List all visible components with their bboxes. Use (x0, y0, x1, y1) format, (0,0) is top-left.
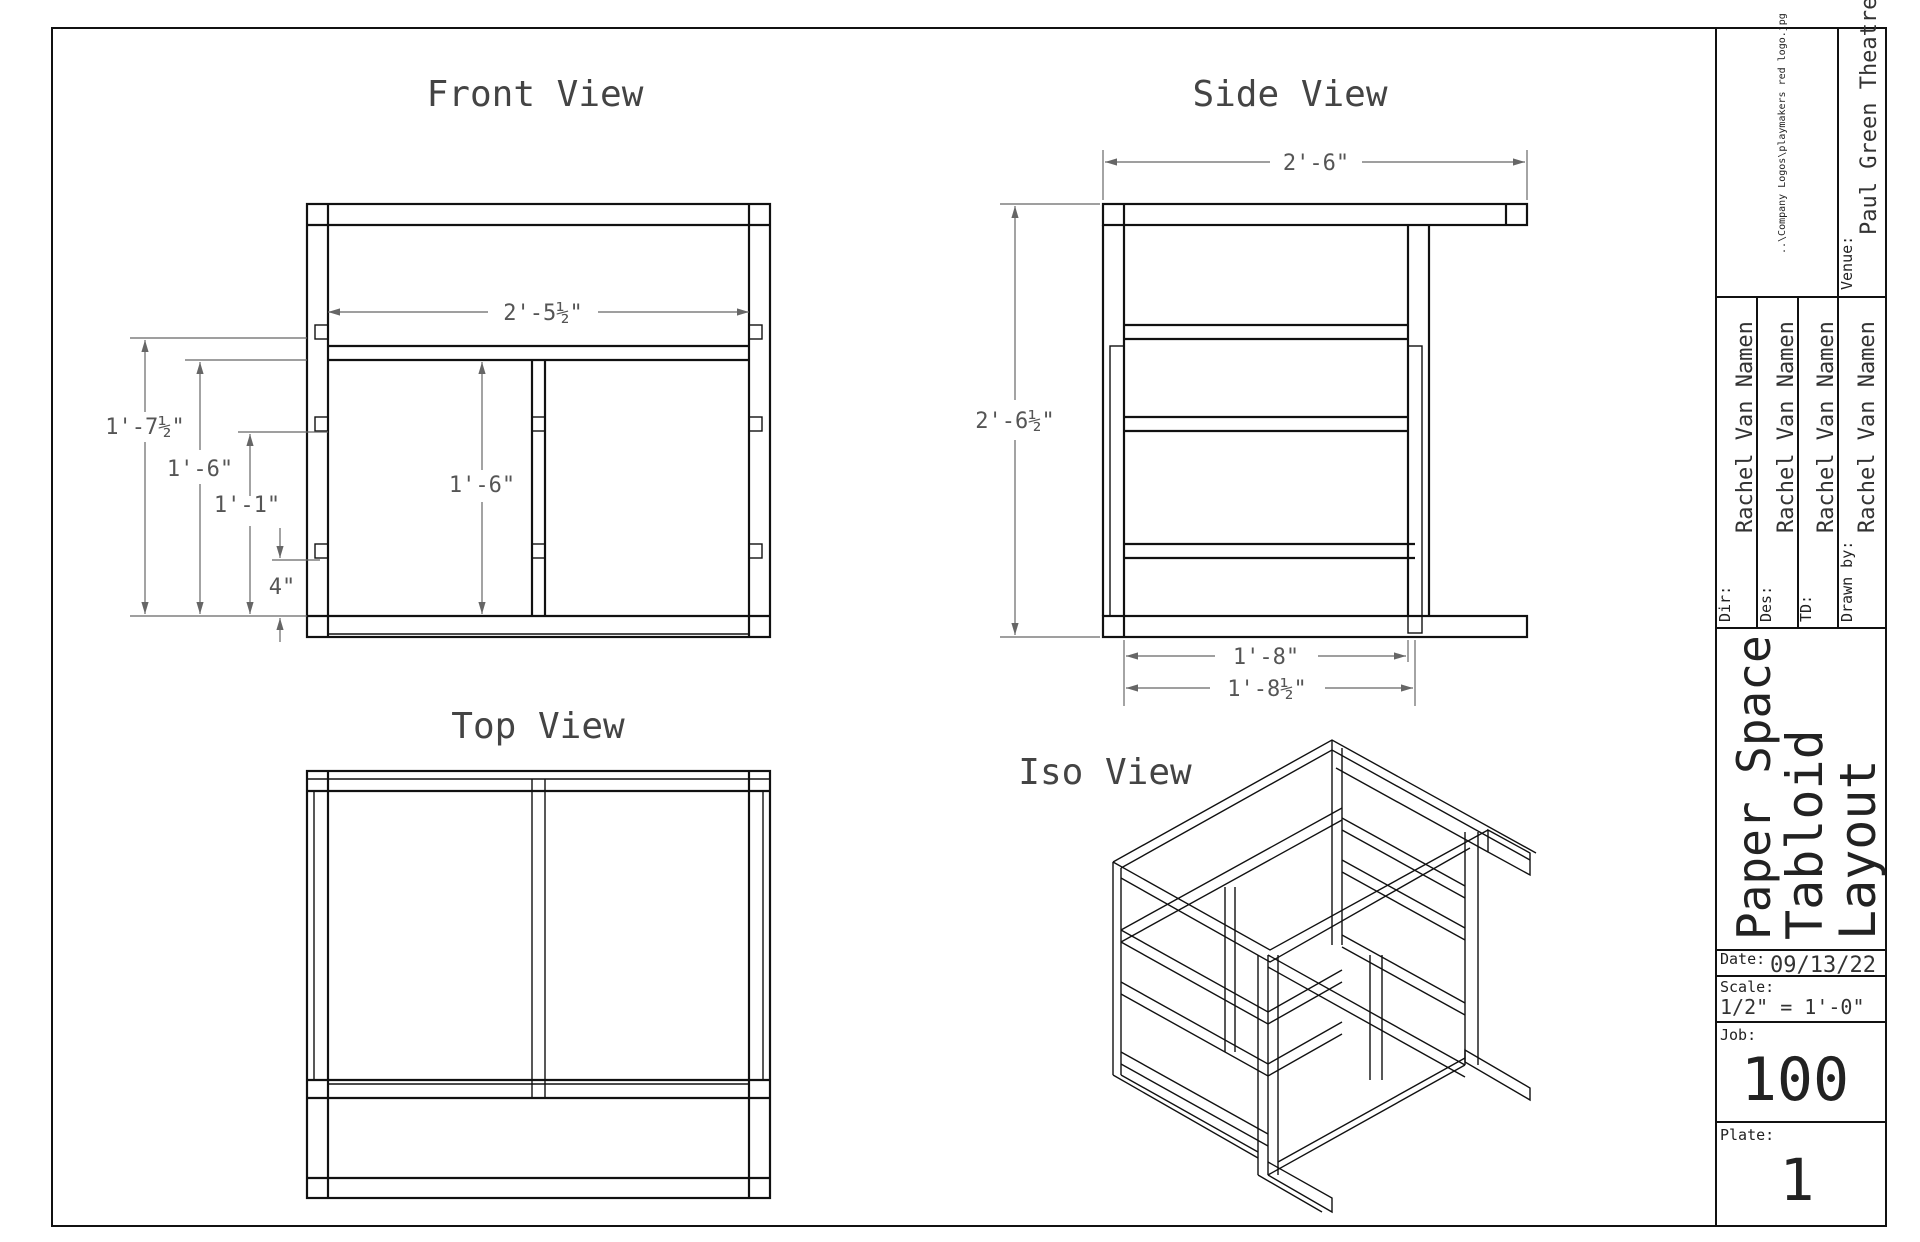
side-view-title: Side View (1192, 74, 1387, 115)
side-height-dim: 2'-6½" (975, 409, 1054, 434)
front-h2-dim: 1'-6" (167, 457, 233, 482)
iso-view-title: Iso View (1018, 752, 1192, 793)
plate-number: 1 (1780, 1146, 1815, 1214)
drawn-label: Drawn by: (1838, 541, 1856, 622)
des-name: Rachel Van Namen (1774, 321, 1799, 533)
top-view: Top View (305, 706, 772, 1200)
dir-name: Rachel Van Namen (1733, 321, 1758, 533)
front-width-dim: 2'-5½" (503, 301, 582, 326)
front-h4-dim: 4" (269, 575, 296, 600)
drawing-name-3: Layout (1829, 759, 1887, 940)
job-number: 100 (1741, 1045, 1849, 1115)
plate-label: Plate: (1720, 1126, 1774, 1144)
venue-name: Paul Green Theatre (1857, 0, 1882, 235)
title-block: ..\Company Logos\playmakers red logo.jpg… (1715, 0, 1887, 1227)
td-label: TD: (1797, 595, 1815, 622)
scale-value: 1/2" = 1'-0" (1720, 995, 1865, 1019)
drawing-name-2: Tabloid (1776, 729, 1834, 940)
side-view: Side View 2'-6" 2'-6½" (975, 74, 1529, 706)
dir-label: Dir: (1716, 586, 1734, 622)
des-label: Des: (1757, 586, 1775, 622)
date-label: Date: (1720, 950, 1765, 968)
drawn-name: Rachel Van Namen (1855, 321, 1880, 533)
front-h1-dim: 1'-7½" (105, 415, 184, 440)
side-b2-dim: 1'-8½" (1227, 677, 1306, 702)
drawing-name-1: Paper Space (1727, 635, 1781, 940)
venue-label: Venue: (1838, 236, 1856, 290)
front-view: Front View 2'-5½" 1'-7½" (105, 74, 772, 642)
scale-label: Scale: (1720, 978, 1774, 996)
front-view-title: Front View (427, 74, 644, 115)
date-value: 09/13/22 (1770, 953, 1876, 978)
side-top-dim: 2'-6" (1283, 151, 1349, 176)
job-label: Job: (1720, 1026, 1756, 1044)
side-b1-dim: 1'-8" (1233, 645, 1299, 670)
iso-view: Iso View (1018, 739, 1537, 1214)
top-view-title: Top View (451, 706, 625, 747)
td-name: Rachel Van Namen (1814, 321, 1839, 533)
logo-path: ..\Company Logos\playmakers red logo.jpg (1777, 13, 1788, 254)
front-inner-dim: 1'-6" (449, 473, 515, 498)
front-h3-dim: 1'-1" (214, 493, 280, 518)
